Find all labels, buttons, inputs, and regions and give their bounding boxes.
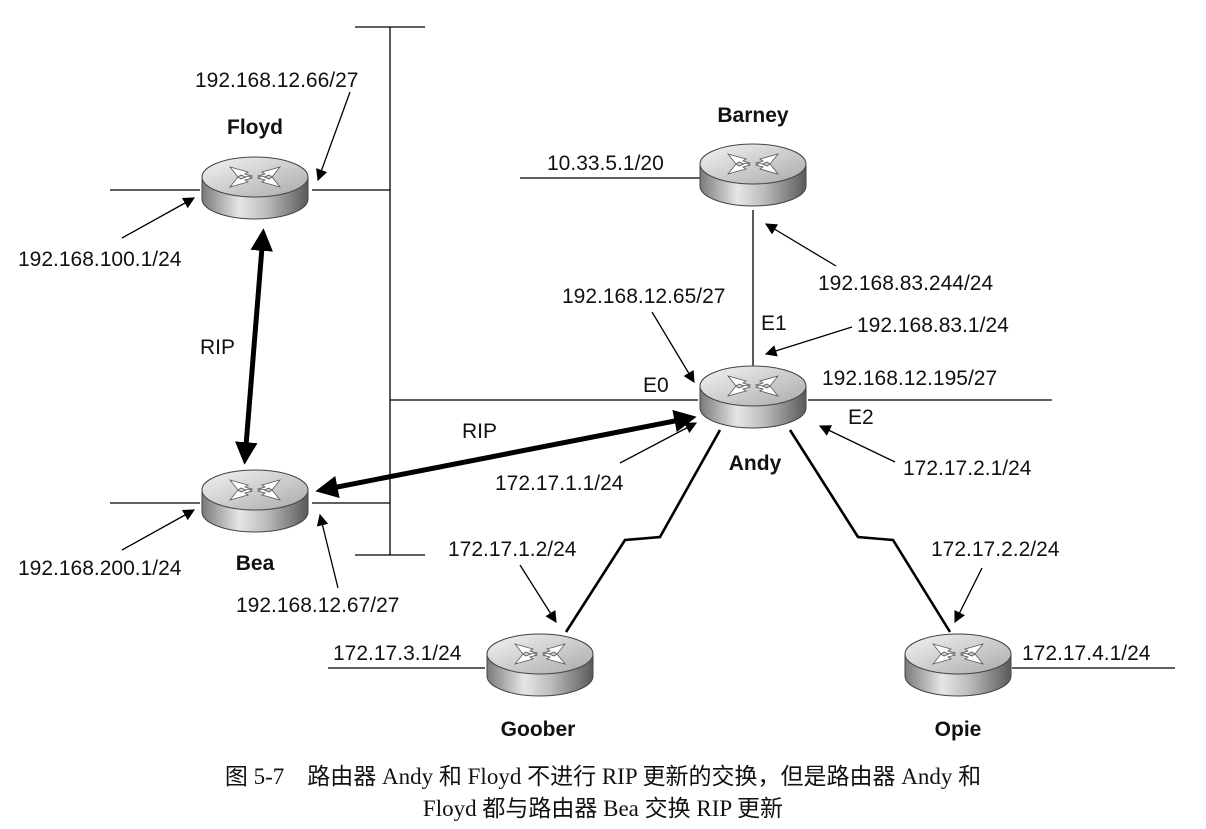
pointer-andy-s0 [619,422,698,464]
pointer-floyd-west [121,197,196,239]
pointer-bea-east [316,513,339,589]
router-name-floyd: Floyd [227,116,283,139]
interface-label-e2: E2 [848,406,874,429]
andy-goober-serial-link [564,429,722,633]
rip-arrows [235,228,697,499]
andy-opie-serial-link [788,429,952,633]
figure-caption-line-2: Floyd 都与路由器 Bea 交换 RIP 更新 [422,796,784,821]
address-andy-s0: 172.17.1.1/24 [495,472,624,495]
address-andy-s1: 172.17.2.1/24 [903,457,1032,480]
router-floyd [201,156,309,220]
pointer-bea-west [121,509,196,551]
address-bea-east: 192.168.12.67/27 [236,594,400,617]
address-floyd-east: 192.168.12.66/27 [195,69,359,92]
router-name-goober: Goober [501,718,576,741]
router-goober [486,633,594,697]
router-name-barney: Barney [717,104,789,127]
rip-label-bea-andy: RIP [462,420,497,443]
address-floyd-west: 192.168.100.1/24 [18,248,182,271]
pointer-floyd-east [316,91,351,182]
address-andy-e2: 192.168.12.195/27 [822,367,997,390]
rip-bea-andy-arrow [315,409,697,499]
address-opie-lan: 172.17.4.1/24 [1022,642,1151,665]
rip-floyd-bea-arrow [235,228,273,465]
router-andy [699,365,807,429]
rip-label-floyd-bea: RIP [200,336,235,359]
interface-label-e0: E0 [643,374,669,397]
address-bea-west: 192.168.200.1/24 [18,557,182,580]
router-bea [201,469,309,533]
router-opie [904,633,1012,697]
figure-caption-line-1: 图 5-7 路由器 Andy 和 Floyd 不进行 RIP 更新的交换，但是路… [224,764,982,789]
pointer-andy-e0 [651,311,695,384]
address-barney-south: 192.168.83.244/24 [818,272,993,295]
address-andy-e0: 192.168.12.65/27 [562,285,726,308]
pointer-andy-s1 [818,425,896,463]
router-name-bea: Bea [236,552,275,575]
address-opie-serial: 172.17.2.2/24 [931,538,1060,561]
pointer-barney-south [764,223,837,267]
address-barney-west: 10.33.5.1/20 [547,152,664,175]
address-andy-e1: 192.168.83.1/24 [857,314,1009,337]
address-goober-serial: 172.17.1.2/24 [448,538,577,561]
router-name-andy: Andy [729,452,782,475]
pointer-opie [954,567,983,624]
router-name-opie: Opie [935,718,982,741]
address-goober-lan: 172.17.3.1/24 [333,642,462,665]
router-barney [699,143,807,207]
pointer-andy-e1 [764,326,853,357]
interface-label-e1: E1 [761,312,787,335]
label-pointers [121,91,983,624]
pointer-goober [519,564,557,623]
